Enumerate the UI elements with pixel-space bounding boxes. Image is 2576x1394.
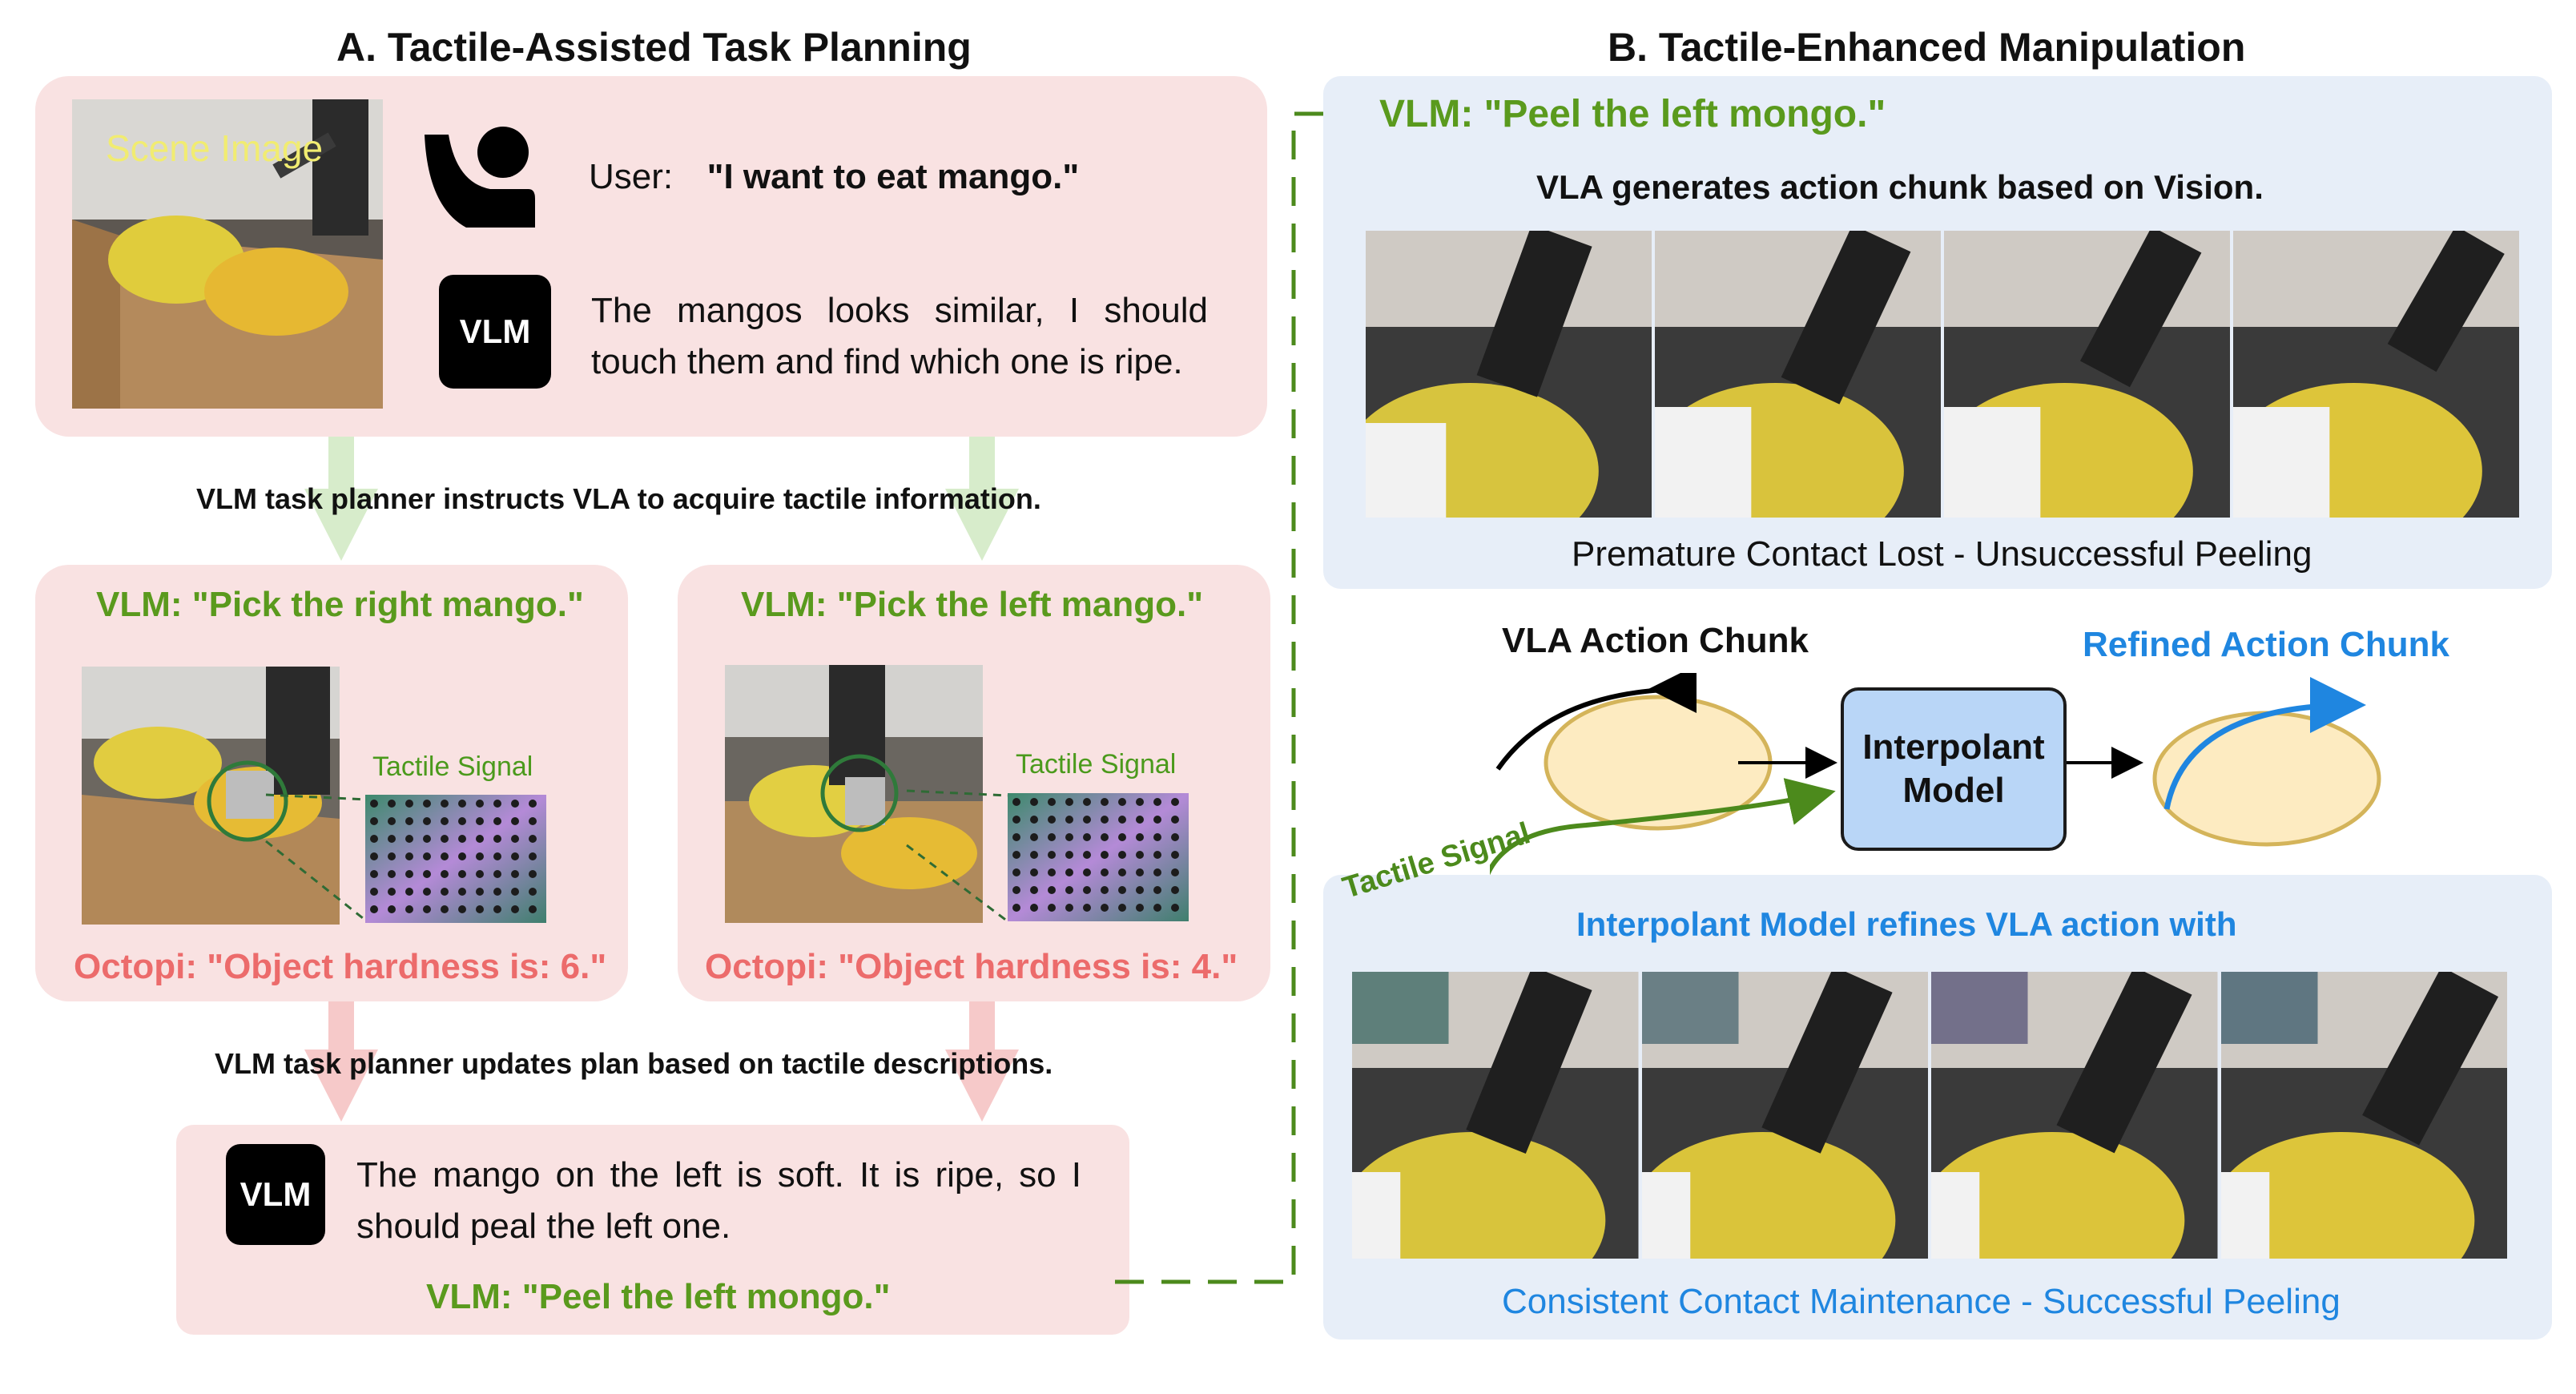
pick-right-photo bbox=[82, 667, 340, 925]
final-thought: The mango on the left is soft. It is rip… bbox=[356, 1155, 1081, 1246]
pick-left-tactile-grid bbox=[1008, 793, 1189, 921]
refined-frame-3 bbox=[1931, 972, 2218, 1259]
user-quote: "I want to eat mango." bbox=[706, 157, 1080, 196]
dashed-connector bbox=[1115, 103, 1346, 1284]
red-down-arrows bbox=[304, 1001, 1019, 1122]
interpolant-model-box: Interpolant Model bbox=[1841, 687, 2067, 851]
refined-chunk-curve bbox=[2163, 677, 2366, 810]
refined-frames bbox=[1352, 972, 2507, 1259]
scene-image bbox=[72, 99, 383, 409]
vla-frame-4 bbox=[2233, 231, 2519, 518]
final-plan-panel bbox=[176, 1125, 1129, 1335]
pick-left-photo bbox=[725, 665, 983, 923]
fail-caption: Premature Contact Lost - Unsuccessful Pe… bbox=[1572, 534, 2312, 574]
pick-left-octopi: Octopi: "Object hardness is: 4." bbox=[705, 947, 1238, 986]
vla-chunk-label: VLA Action Chunk bbox=[1502, 621, 1809, 660]
pick-right-octopi: Octopi: "Object hardness is: 6." bbox=[74, 947, 607, 986]
pick-right-tactile-grid bbox=[365, 795, 546, 923]
refined-chunk-label: Refined Action Chunk bbox=[2083, 625, 2449, 664]
refined-frame-4 bbox=[2220, 972, 2507, 1259]
update-caption: VLM task planner updates plan based on t… bbox=[215, 1047, 1053, 1080]
refine-caption: Interpolant Model refines VLA action wit… bbox=[1576, 905, 2237, 943]
scene-photo-illustration bbox=[72, 99, 383, 409]
pick-right-zoom-lines bbox=[265, 793, 368, 923]
vla-caption: VLA generates action chunk based on Visi… bbox=[1536, 168, 2264, 206]
scene-image-label: Scene Image bbox=[106, 127, 324, 169]
vlm-thought: The mangos looks similar, I should touch… bbox=[591, 291, 1208, 381]
user-icon bbox=[417, 119, 537, 231]
refined-frame-2 bbox=[1641, 972, 1928, 1259]
vla-frame-3 bbox=[1944, 231, 2230, 518]
pick-left-command: VLM: "Pick the left mango." bbox=[741, 585, 1204, 624]
model-label-line1: Interpolant bbox=[1862, 727, 2045, 767]
vla-frame-1 bbox=[1366, 231, 1652, 518]
green-down-arrows bbox=[304, 437, 1019, 561]
vla-frames bbox=[1366, 231, 2519, 518]
final-command: VLM: "Peel the left mongo." bbox=[426, 1277, 891, 1316]
pick-right-tactile-label: Tactile Signal bbox=[372, 751, 533, 782]
user-prefix: User: bbox=[589, 157, 674, 196]
section-a-title: A. Tactile-Assisted Task Planning bbox=[336, 25, 972, 70]
model-label-line2: Model bbox=[1902, 771, 2005, 810]
pick-right-command: VLM: "Pick the right mango." bbox=[96, 585, 584, 624]
refined-chunk-ellipse bbox=[2152, 711, 2381, 847]
instruct-caption: VLM task planner instructs VLA to acquir… bbox=[196, 482, 1041, 515]
refined-frame-1 bbox=[1352, 972, 1639, 1259]
pick-left-zoom-lines bbox=[906, 789, 1008, 923]
tactile-signal-curve bbox=[1490, 778, 1836, 876]
section-b-title: B. Tactile-Enhanced Manipulation bbox=[1608, 25, 2246, 70]
vla-frame-2 bbox=[1655, 231, 1941, 518]
pick-left-tactile-label: Tactile Signal bbox=[1016, 749, 1177, 780]
interpolant-flow bbox=[1490, 673, 2381, 876]
vla-chunk-curve bbox=[1495, 673, 1697, 771]
vla-panel-command: VLM: "Peel the left mongo." bbox=[1379, 93, 1886, 135]
success-caption: Consistent Contact Maintenance - Success… bbox=[1502, 1282, 2341, 1321]
vlm-badge-final: VLM bbox=[226, 1144, 325, 1245]
vlm-badge: VLM bbox=[439, 275, 551, 389]
